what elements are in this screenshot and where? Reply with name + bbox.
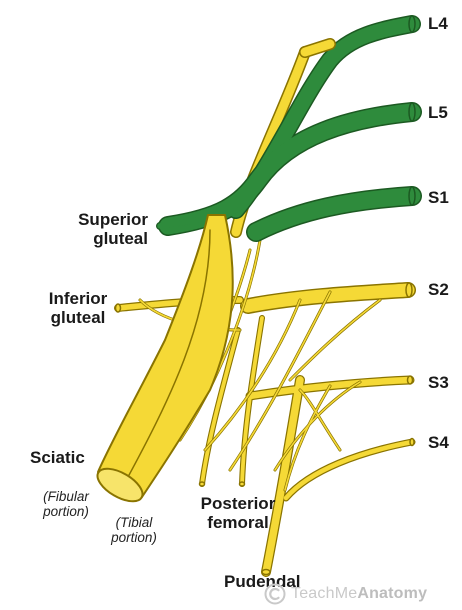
watermark-brand: Anatomy [357,585,428,602]
tibial-line-1: (Tibial [115,515,153,530]
posterior-femoral-label: Posterior femoral [188,494,288,532]
root-label-s1: S1 [428,188,449,207]
sciatic-label: Sciatic [30,448,85,467]
inferior-gluteal-label: Inferior gluteal [36,289,120,327]
inferior-gluteal-line-2: gluteal [50,308,106,327]
sciatic-cut-end [96,467,144,503]
tibial-line-2: portion) [111,530,157,545]
inferior-gluteal-line-1: Inferior [48,289,108,308]
root-label-s2: S2 [428,280,449,299]
root-label-l4: L4 [428,14,448,33]
nerve-fibers [96,15,422,577]
superior-gluteal-line-1: Superior [78,210,148,229]
fibular-portion-label: (Fibular portion) [34,489,98,519]
superior-gluteal-label: Superior gluteal [52,210,148,248]
sciatic-nerve-trunk [97,214,234,498]
posterior-femoral-line-2: femoral [207,513,269,532]
watermark-text: TeachMeAnatomy [291,585,427,603]
root-label-s3: S3 [428,373,449,392]
superior-gluteal-line-2: gluteal [93,229,148,248]
teachmeanatomy-logo-icon [264,583,286,605]
tibial-portion-label: (Tibial portion) [104,515,164,545]
posterior-femoral-line-1: Posterior [200,494,276,513]
teachmeanatomy-watermark: TeachMeAnatomy [264,582,460,606]
watermark-prefix: TeachMe [291,585,358,602]
fibular-line-1: (Fibular [43,489,89,504]
root-label-s4: S4 [428,433,449,452]
root-label-l5: L5 [428,103,448,122]
fibular-line-2: portion) [43,504,89,519]
